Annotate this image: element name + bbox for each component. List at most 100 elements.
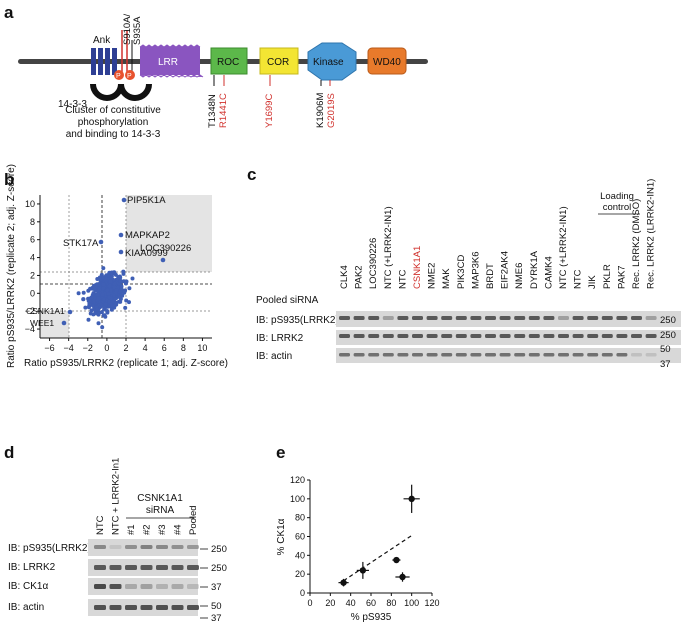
scatter-point xyxy=(110,304,115,308)
scatter-point xyxy=(122,290,127,295)
x-tick-label: −2 xyxy=(83,343,93,353)
point-marker xyxy=(359,567,367,574)
domain-schematic: Ank LRR ROC COR Kinase WD40 S910A/ xyxy=(18,13,428,140)
scatter-point xyxy=(105,288,110,293)
y-tick-label: 0 xyxy=(30,288,35,298)
mw-marker: 37 xyxy=(211,613,222,624)
scatter-point xyxy=(108,279,113,284)
mutation-label: K1906M xyxy=(315,93,326,128)
band-actin xyxy=(558,353,569,357)
band-ck1a xyxy=(125,584,137,589)
x-tick-label: 2 xyxy=(123,343,128,353)
band-lrrk2 xyxy=(616,334,628,338)
band-ps935 xyxy=(109,545,122,549)
mw-marker: 250 xyxy=(211,544,227,555)
band-lrrk2 xyxy=(140,565,153,570)
pooled-sirna-label: Pooled siRNA xyxy=(256,295,319,306)
band-lrrk2 xyxy=(339,334,350,338)
scatter-point xyxy=(113,272,118,277)
band-lrrk2 xyxy=(397,334,409,338)
band-lrrk2 xyxy=(543,334,555,338)
band-actin xyxy=(601,353,613,357)
loading-label-1: Loading xyxy=(600,191,634,202)
band-lrrk2 xyxy=(587,334,599,338)
lane-label: NTC (+LRRK2-IN1) xyxy=(558,206,569,289)
roc-label: ROC xyxy=(217,57,239,68)
y-tick-label: 40 xyxy=(295,550,305,560)
scatter-point xyxy=(99,302,104,307)
row-label: IB: LRRK2 xyxy=(8,562,56,573)
point-marker xyxy=(393,556,400,564)
band-ps935 xyxy=(397,316,409,320)
band-actin xyxy=(631,353,642,357)
y-tick-label: −2 xyxy=(25,306,35,316)
band-ps935 xyxy=(382,316,394,320)
ank-label: Ank xyxy=(93,35,111,46)
lane-label: PAK7 xyxy=(616,265,627,289)
x-tick-label: 8 xyxy=(181,343,186,353)
band-actin xyxy=(455,353,467,357)
lane-label: PKLR xyxy=(602,264,613,289)
mutations: T1348N R1441C Y1699C K1906M G2019S xyxy=(207,75,337,128)
point-csnk1a1 xyxy=(67,309,73,315)
scatter-point xyxy=(123,281,128,286)
band-actin xyxy=(572,353,584,357)
band-ck1a xyxy=(94,584,106,589)
scatter-point xyxy=(101,266,106,271)
x-tick-label: 20 xyxy=(325,598,335,608)
lane-label: #4 xyxy=(173,524,184,535)
band-lrrk2 xyxy=(171,565,184,570)
band-actin xyxy=(412,353,423,357)
y-tick-label: 0 xyxy=(300,588,305,598)
scatter-point xyxy=(118,278,122,283)
scatter-point xyxy=(101,286,106,291)
scatter-point xyxy=(96,321,101,326)
wd40-domain: WD40 xyxy=(367,47,407,75)
mw-marker: 250 xyxy=(660,315,676,326)
phospho-2-label: P xyxy=(127,73,132,80)
band-lrrk2 xyxy=(572,334,584,338)
y-tick-label: −4 xyxy=(25,324,35,334)
band-lrrk2 xyxy=(156,565,168,570)
x-tick-label: 120 xyxy=(424,598,439,608)
band-ps935 xyxy=(125,545,137,549)
band-actin xyxy=(397,353,409,357)
row-label: IB: LRRK2 xyxy=(256,333,304,344)
row-label: IB: CK1α xyxy=(8,581,48,592)
point-marker xyxy=(408,495,415,503)
scatter-point xyxy=(76,291,81,296)
band-ps935 xyxy=(455,316,467,320)
lane-label: #3 xyxy=(157,524,168,535)
scatter-point xyxy=(87,301,92,306)
point-wee1 xyxy=(61,320,67,326)
band-actin xyxy=(426,353,438,357)
kinase-domain: Kinase xyxy=(307,42,357,81)
band-ps935 xyxy=(426,316,438,320)
band-actin xyxy=(339,353,350,357)
point-kiaa0999 xyxy=(118,249,124,255)
scatter-point xyxy=(109,275,114,280)
caption-line-3: and binding to 14-3-3 xyxy=(66,129,161,140)
point-mapkap2 xyxy=(118,232,124,238)
lane-label: EIF2AK4 xyxy=(500,251,511,289)
band-lrrk2 xyxy=(485,334,496,338)
y-tick-label: 2 xyxy=(30,270,35,280)
band-actin xyxy=(528,353,540,357)
band-actin xyxy=(514,353,526,357)
14-3-3-dimer: 14-3-3 xyxy=(58,83,152,110)
x-tick-label: 10 xyxy=(197,343,207,353)
band-actin xyxy=(353,353,365,357)
scatter-point xyxy=(96,296,101,301)
y-axis-label: Ratio pS935/LRRK2 (replicate 2; adj. Z-s… xyxy=(6,164,17,368)
lane-label: JIK xyxy=(587,275,598,289)
band-ps935 xyxy=(631,316,642,320)
band-ck1a xyxy=(187,584,199,589)
scatter-point xyxy=(101,297,106,302)
row-label: IB: actin xyxy=(8,602,44,613)
label-loc390226: LOC390226 xyxy=(140,243,191,254)
scatter-point xyxy=(94,311,99,316)
mw-marker: 250 xyxy=(211,563,227,574)
band-lrrk2 xyxy=(528,334,540,338)
mutation-label: T1348N xyxy=(207,94,218,128)
label-wee1: WEE1 xyxy=(30,318,54,328)
